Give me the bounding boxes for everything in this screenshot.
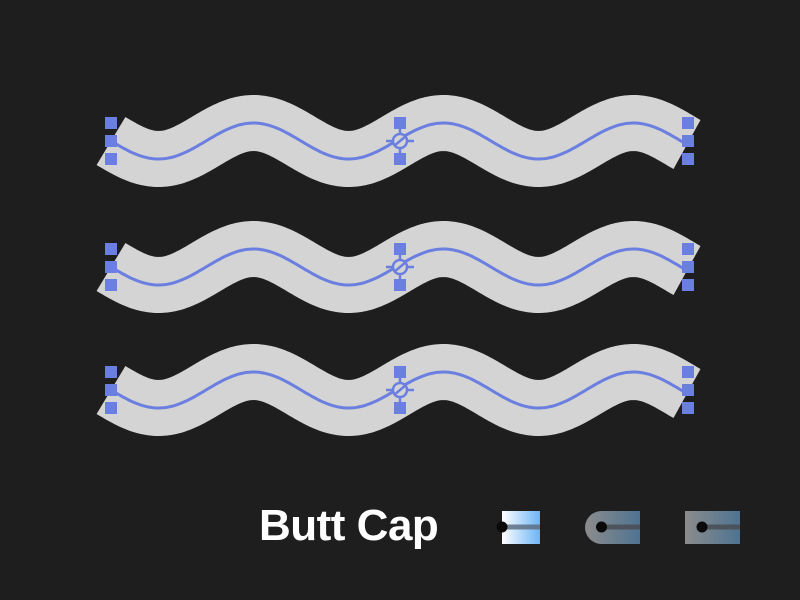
mid-control-handle[interactable]: [394, 243, 406, 255]
start-anchor-handle[interactable]: [105, 261, 117, 273]
end-anchor-handle[interactable]: [682, 279, 694, 291]
cap-style-title: Butt Cap: [259, 501, 439, 550]
end-anchor-handle[interactable]: [682, 153, 694, 165]
mid-control-handle[interactable]: [394, 153, 406, 165]
mid-control-handle[interactable]: [394, 279, 406, 291]
mid-control-handle[interactable]: [394, 366, 406, 378]
end-anchor-handle[interactable]: [682, 243, 694, 255]
wave-row-1[interactable]: [85, 95, 713, 187]
mid-control-handle[interactable]: [394, 402, 406, 414]
end-anchor-handle[interactable]: [682, 117, 694, 129]
end-anchor-handle[interactable]: [682, 402, 694, 414]
wave-row-2[interactable]: [85, 221, 713, 313]
wave-row-3[interactable]: [85, 344, 713, 436]
start-anchor-handle[interactable]: [105, 153, 117, 165]
butt-cap-option[interactable]: [496, 511, 541, 544]
start-anchor-handle[interactable]: [105, 135, 117, 147]
end-anchor-handle[interactable]: [682, 366, 694, 378]
end-anchor-handle[interactable]: [682, 384, 694, 396]
square-cap-option[interactable]: [685, 511, 740, 544]
mid-anchor-slash: [393, 384, 407, 396]
cap-anchor-dot: [496, 521, 508, 533]
mid-anchor-slash: [393, 135, 407, 147]
end-anchor-handle[interactable]: [682, 261, 694, 273]
end-anchor-handle[interactable]: [682, 135, 694, 147]
round-cap-option[interactable]: [585, 511, 640, 544]
start-anchor-handle[interactable]: [105, 243, 117, 255]
cap-anchor-dot: [696, 521, 708, 533]
start-anchor-handle[interactable]: [105, 402, 117, 414]
start-anchor-handle[interactable]: [105, 117, 117, 129]
mid-anchor-slash: [393, 261, 407, 273]
cap-anchor-dot: [596, 521, 607, 533]
start-anchor-handle[interactable]: [105, 384, 117, 396]
mid-control-handle[interactable]: [394, 117, 406, 129]
start-anchor-handle[interactable]: [105, 279, 117, 291]
start-anchor-handle[interactable]: [105, 366, 117, 378]
